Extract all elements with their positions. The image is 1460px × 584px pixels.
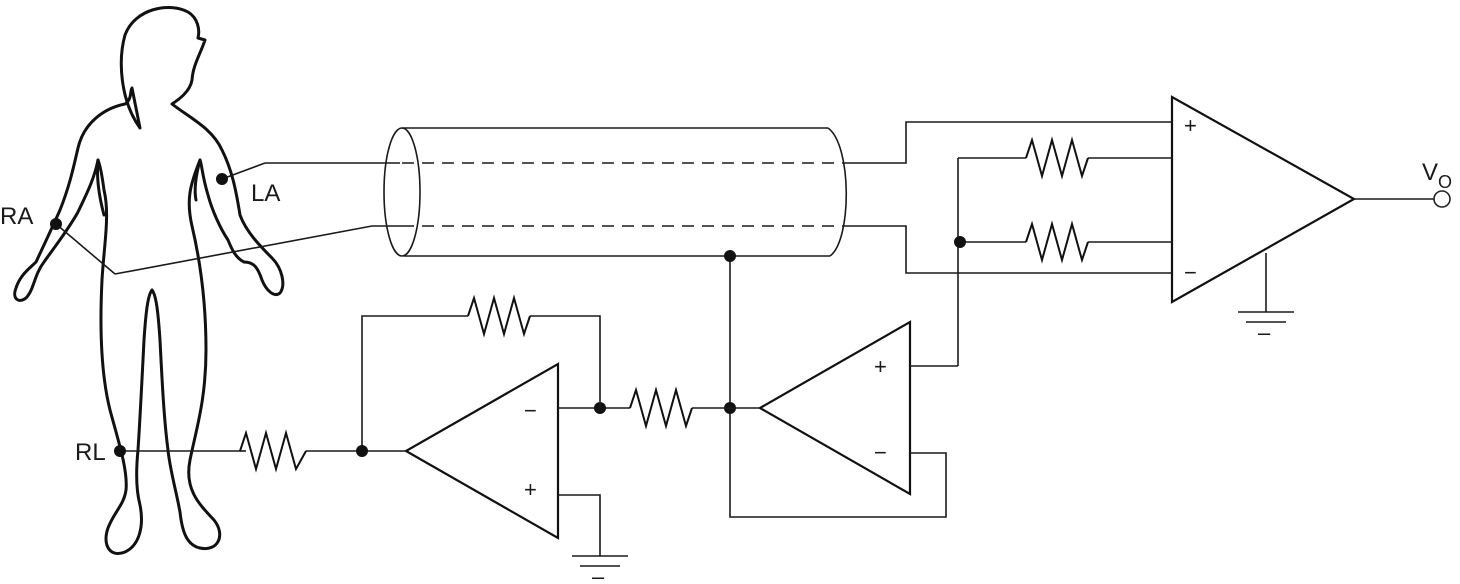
rld-minus-sign: − [524, 398, 537, 423]
junction-shield [724, 250, 736, 262]
gain-resistors [957, 136, 1172, 366]
output-terminal [1433, 190, 1451, 208]
human-body-outline [13, 5, 285, 555]
resistor-rl [239, 429, 307, 473]
resistor-middle [629, 386, 693, 430]
resistor-bottom [1025, 220, 1089, 264]
electrode-rl [114, 445, 126, 457]
junction-rld-output [356, 445, 368, 457]
instrumentation-amplifier [1170, 95, 1357, 304]
shielded-cable [372, 127, 848, 257]
label-ra: RA [0, 203, 33, 230]
junction-cm-sense [954, 236, 966, 248]
cable-output-wires [842, 121, 1172, 274]
buffer-plus-sign: + [874, 354, 887, 379]
label-rl: RL [75, 439, 106, 466]
label-vo: VO [1422, 159, 1452, 192]
resistor-feedback [467, 294, 531, 338]
rld-plus-sign: + [524, 477, 537, 502]
resistor-top [1025, 136, 1089, 180]
buffer-amplifier [757, 320, 912, 496]
right-leg-drive-amplifier [403, 362, 560, 540]
electrode-leads [55, 162, 400, 452]
buffer-minus-sign: − [874, 440, 887, 465]
rld-ground: – [558, 494, 628, 584]
electrode-la [216, 173, 228, 185]
svg-text:–: – [1258, 320, 1271, 345]
inamp-minus-sign: − [1184, 260, 1197, 285]
inamp-plus-sign: + [1184, 113, 1197, 138]
label-la: LA [251, 180, 280, 207]
svg-text:–: – [592, 564, 605, 584]
electrode-ra [50, 218, 62, 230]
inamp-ground: – [1238, 253, 1294, 345]
buffer-feedback-wire [729, 408, 947, 518]
